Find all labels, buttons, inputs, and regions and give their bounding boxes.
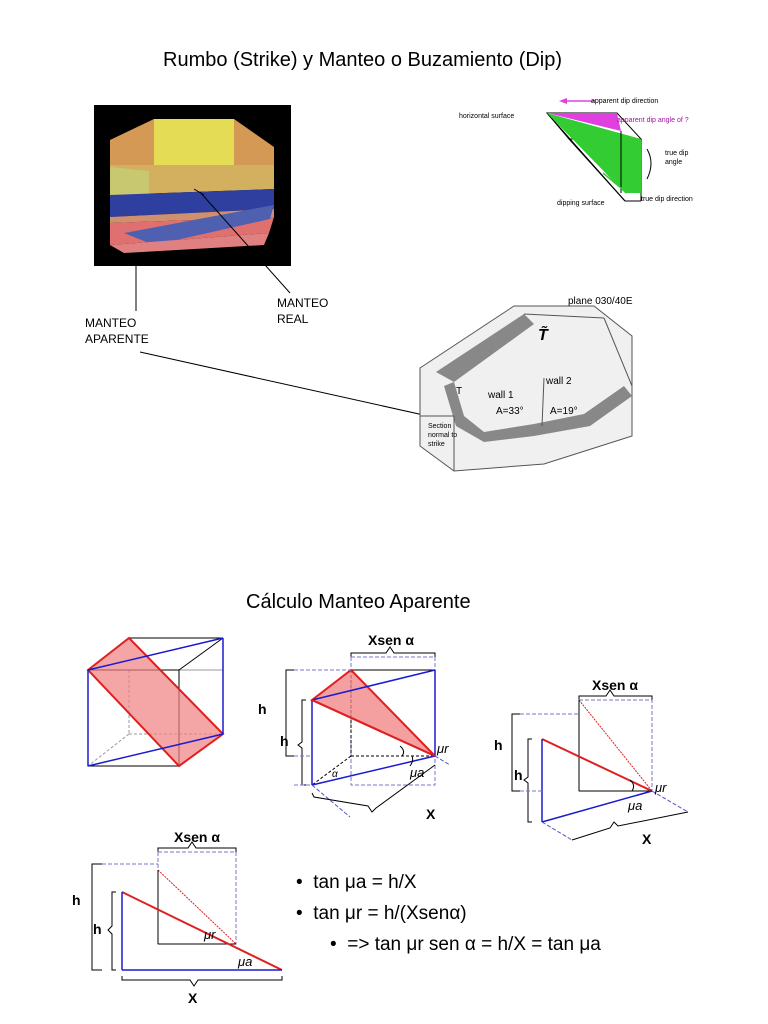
section-block-diagram: plane 030/40E T̃ T wall 1 wall 2 A=33° A… (419, 296, 633, 472)
label-mur-2: μr (654, 780, 667, 795)
cube-diagram (86, 636, 225, 768)
label-true-dip-angle-line2: angle (665, 159, 682, 166)
label-xsen-2: Xsen α (592, 677, 638, 693)
label-true-dip-angle-line1: true dip (665, 150, 688, 157)
formula-list: • tan μa = h/X • tan μr = h/(Xsenα) • =>… (296, 867, 601, 960)
label-apparent-dip-direction: apparent dip direction (591, 98, 658, 105)
label-x-2: X (642, 831, 652, 847)
label-t: T (456, 386, 462, 397)
label-true-dip-direction: true dip direction (641, 196, 693, 203)
calc-diagram-main: Xsen α h h X μr μa α (258, 632, 450, 822)
label-mua-3: μa (237, 954, 252, 969)
formula-2: tan μr = h/(Xsenα) (313, 903, 467, 924)
label-wall-2: wall 2 (545, 376, 572, 387)
label-section-line2: normal to (428, 432, 457, 439)
label-section-line3: strike (428, 441, 445, 448)
geological-block-image (94, 105, 291, 266)
label-apparent-dip-angle: apparent dip angle of ? (617, 117, 689, 124)
label-manteo-aparente: MANTEO APARENTE (85, 316, 149, 346)
formula-1: tan μa = h/X (313, 872, 417, 893)
label-section-line1: Section (428, 423, 451, 430)
label-h-inner-3: h (93, 921, 102, 937)
label-xsen-1: Xsen α (368, 632, 414, 648)
label-horizontal-surface: horizontal surface (459, 113, 514, 120)
label-xsen-3: Xsen α (174, 829, 220, 845)
dip-diagram: apparent dip direction horizontal surfac… (459, 98, 693, 207)
label-a19: A=19° (550, 406, 578, 417)
label-wall-1: wall 1 (487, 390, 514, 401)
bullet-dot: • (296, 872, 303, 893)
label-dipping-surface: dipping surface (557, 200, 605, 207)
label-mur-3: μr (203, 927, 216, 942)
label-mur-1: μr (436, 741, 449, 756)
page-title: Rumbo (Strike) y Manteo o Buzamiento (Di… (163, 49, 563, 71)
bullet-dot: • (296, 903, 303, 924)
label-x-1: X (426, 806, 436, 822)
label-x-3: X (188, 990, 198, 1006)
label-h-outer-3: h (72, 892, 81, 908)
label-alpha-1: α (332, 769, 338, 780)
label-h-outer-2: h (494, 737, 503, 753)
formula-2-row: • tan μr = h/(Xsenα) (296, 898, 601, 929)
formula-1-row: • tan μa = h/X (296, 867, 601, 898)
label-plane: plane 030/40E (568, 296, 633, 307)
label-t-tilde: T̃ (538, 324, 549, 344)
label-mua-2: μa (627, 798, 642, 813)
label-h-outer-1: h (258, 701, 267, 717)
calc-diagram-bottom: Xsen α h h X μr μa (72, 829, 283, 1006)
label-manteo-real: MANTEO REAL (277, 296, 329, 326)
calc-diagram-right: Xsen α h h X μr μa (494, 677, 689, 847)
label-h-inner-2: h (514, 767, 523, 783)
section-subtitle: Cálculo Manteo Aparente (246, 591, 471, 613)
label-h-inner-1: h (280, 733, 289, 749)
label-a33: A=33° (496, 406, 524, 417)
bullet-dot: • (330, 934, 337, 955)
label-mua-1: μa (409, 765, 424, 780)
formula-3: => tan μr sen α = h/X = tan μa (347, 934, 601, 955)
formula-3-row: • => tan μr sen α = h/X = tan μa (296, 929, 601, 960)
